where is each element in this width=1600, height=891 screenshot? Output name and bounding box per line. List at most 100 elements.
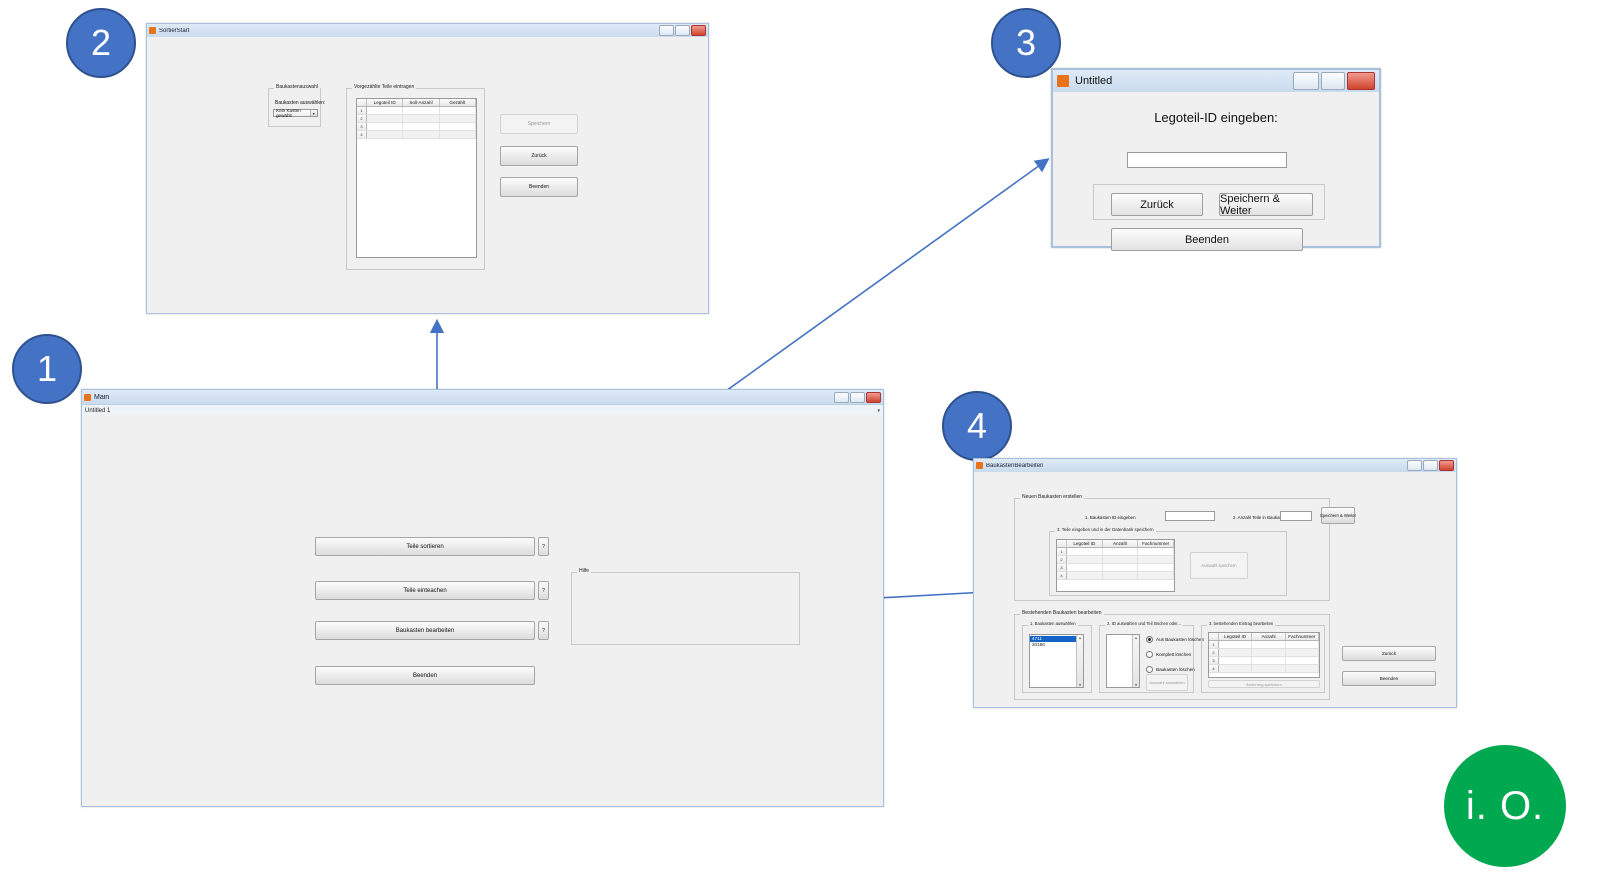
untitled-window-controls[interactable] <box>1293 72 1375 90</box>
main-baukasten-bearbeiten-button[interactable]: Baukasten bearbeiten <box>315 621 535 640</box>
list-item[interactable]: 4711 <box>1030 636 1076 642</box>
scroll-up-icon[interactable]: ▴ <box>1078 635 1081 640</box>
baukasten-id-input[interactable] <box>1165 511 1215 521</box>
maximize-icon[interactable] <box>1423 460 1438 471</box>
minimize-icon[interactable] <box>1293 72 1319 90</box>
untitled-titlebar[interactable]: Untitled <box>1053 70 1379 93</box>
cell[interactable] <box>1067 564 1103 571</box>
cell[interactable] <box>440 107 476 114</box>
cell[interactable] <box>1252 649 1286 656</box>
cell[interactable] <box>367 131 404 138</box>
table-row[interactable]: 3 <box>357 123 476 131</box>
main-teile-einteachen-help-button[interactable]: ? <box>538 581 549 600</box>
table-row[interactable]: 3 <box>1209 657 1319 665</box>
baukasten-listbox-items[interactable]: 4711 20180 <box>1030 635 1076 687</box>
aenderung-speichern-button[interactable]: Änderung speichern <box>1208 680 1320 688</box>
table-row[interactable]: 3 <box>1057 564 1174 572</box>
legoteil-id-input[interactable] <box>1127 152 1287 168</box>
sortier-titlebar[interactable]: SortierStart <box>147 24 708 38</box>
cell[interactable] <box>1219 649 1253 656</box>
cell[interactable] <box>367 123 404 130</box>
cell[interactable] <box>440 115 476 122</box>
cell[interactable] <box>1219 665 1253 672</box>
cell[interactable] <box>1103 564 1139 571</box>
close-icon[interactable] <box>866 391 881 403</box>
cell[interactable] <box>440 131 476 138</box>
cell[interactable] <box>367 107 404 114</box>
neue-teile-table[interactable]: Legoteil ID Anzahl Fachnummer 1 2 <box>1056 539 1175 592</box>
cell[interactable] <box>1138 556 1174 563</box>
table-row[interactable]: 4 <box>357 131 476 139</box>
list-item[interactable]: 20180 <box>1032 642 1045 647</box>
cell[interactable] <box>403 123 440 130</box>
radio-aus-baukasten-loeschen[interactable]: Aus Baukasten löschen <box>1146 636 1204 643</box>
cell[interactable] <box>403 107 440 114</box>
untitled-beenden-button[interactable]: Beenden <box>1111 228 1303 251</box>
baukasten-titlebar[interactable]: BaukastenBearbeiten <box>974 459 1456 473</box>
teile-table[interactable]: Legoteil ID Soll-Anzahl Gezählt 1 2 <box>356 98 477 258</box>
baukasten-window-controls[interactable] <box>1407 460 1454 471</box>
close-icon[interactable] <box>1439 460 1454 471</box>
scroll-up-icon[interactable]: ▴ <box>1134 635 1137 640</box>
main-window-controls[interactable] <box>834 391 881 403</box>
close-icon[interactable] <box>691 25 706 36</box>
cell[interactable] <box>1067 548 1103 555</box>
teil-id-listbox[interactable]: ▴ ▾ <box>1106 634 1140 688</box>
cell[interactable] <box>403 131 440 138</box>
cell[interactable] <box>1103 572 1139 579</box>
cell[interactable] <box>1252 641 1286 648</box>
maximize-icon[interactable] <box>1321 72 1345 90</box>
radio-komplett-loeschen[interactable]: Komplett löschen <box>1146 651 1191 658</box>
main-teile-sortieren-help-button[interactable]: ? <box>538 537 549 556</box>
sortier-speichern-button[interactable]: Speichern <box>500 114 578 134</box>
listbox-scrollbar[interactable]: ▴ ▾ <box>1076 635 1083 687</box>
cell[interactable] <box>1286 641 1319 648</box>
maximize-icon[interactable] <box>850 391 865 403</box>
close-icon[interactable] <box>1347 72 1375 90</box>
cell[interactable] <box>1067 572 1103 579</box>
auswahl-auswaehlen-button[interactable]: Auswahl auswählen <box>1146 674 1188 691</box>
scroll-down-icon[interactable]: ▾ <box>1078 682 1081 687</box>
cell[interactable] <box>1252 657 1286 664</box>
minimize-icon[interactable] <box>659 25 674 36</box>
cell[interactable] <box>1286 665 1319 672</box>
eintrag-table[interactable]: Legoteil ID Anzahl Fachnummer 1 2 <box>1208 632 1320 678</box>
main-baukasten-bearbeiten-help-button[interactable]: ? <box>538 621 549 640</box>
baukasten-zurueck-button[interactable]: Zurück <box>1342 646 1436 661</box>
cell[interactable] <box>403 115 440 122</box>
untitled-speichern-weiter-button[interactable]: Speichern & Weiter <box>1219 193 1313 217</box>
cell[interactable] <box>1103 556 1139 563</box>
cell[interactable] <box>440 123 476 130</box>
scroll-down-icon[interactable]: ▾ <box>1134 682 1137 687</box>
table-row[interactable]: 2 <box>357 115 476 123</box>
minimize-icon[interactable] <box>834 391 849 403</box>
auswahl-speichern-button[interactable]: Auswahl speichern <box>1190 552 1248 579</box>
radio-baukasten-loeschen[interactable]: Baukasten löschen <box>1146 666 1195 673</box>
chevron-down-icon[interactable]: ▾ <box>877 407 880 414</box>
main-teile-sortieren-button[interactable]: Teile sortieren <box>315 537 535 556</box>
table-row[interactable]: 4 <box>1057 572 1174 580</box>
untitled-zurueck-button[interactable]: Zurück <box>1111 193 1203 216</box>
baukasten-listbox[interactable]: 4711 20180 ▴ ▾ <box>1029 634 1084 688</box>
cell[interactable] <box>1067 556 1103 563</box>
main-teile-einteachen-button[interactable]: Teile einteachen <box>315 581 535 600</box>
cell[interactable] <box>1138 572 1174 579</box>
cell[interactable] <box>1103 548 1139 555</box>
baukasten-beenden-button[interactable]: Beenden <box>1342 671 1436 686</box>
chevron-down-icon[interactable]: ▾ <box>309 110 317 116</box>
table-row[interactable]: 4 <box>1209 665 1319 673</box>
table-row[interactable]: 2 <box>1057 556 1174 564</box>
teil-id-listbox-items[interactable] <box>1107 635 1132 687</box>
cell[interactable] <box>1219 657 1253 664</box>
minimize-icon[interactable] <box>1407 460 1422 471</box>
main-titlebar[interactable]: Main <box>82 390 883 405</box>
table-row[interactable]: 1 <box>1209 641 1319 649</box>
table-row[interactable]: 1 <box>357 107 476 115</box>
sortier-beenden-button[interactable]: Beenden <box>500 177 578 197</box>
table-row[interactable]: 1 <box>1057 548 1174 556</box>
cell[interactable] <box>1219 641 1253 648</box>
cell[interactable] <box>1138 548 1174 555</box>
sortier-window-controls[interactable] <box>659 25 706 36</box>
cell[interactable] <box>1286 657 1319 664</box>
maximize-icon[interactable] <box>675 25 690 36</box>
